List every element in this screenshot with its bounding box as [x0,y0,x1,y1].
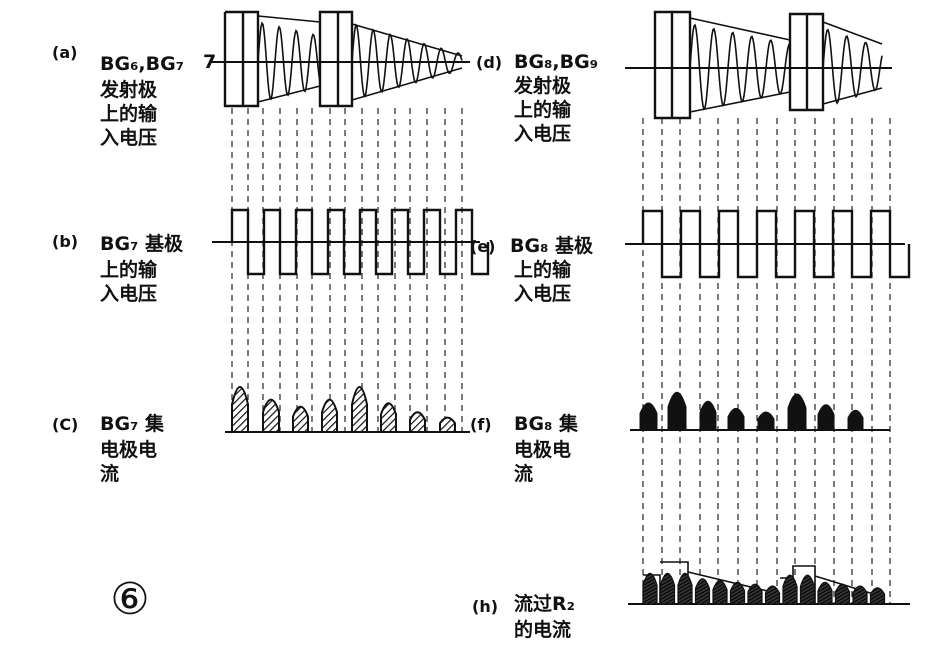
svg-text:BG₆,BG₇: BG₆,BG₇ [100,53,184,75]
svg-text:上的输: 上的输 [514,98,572,121]
current-pulse [380,402,397,433]
svg-text:入电压: 入电压 [514,122,571,145]
svg-text:入电压: 入电压 [100,126,157,149]
trace-a: 7 [203,10,470,108]
trace-h [628,561,910,605]
svg-text:BG₈,BG₉: BG₈,BG₉ [514,51,598,73]
svg-text:(C): (C) [52,415,78,434]
svg-text:发射极: 发射极 [99,78,158,101]
guides-left [231,108,463,432]
current-pulse [351,386,368,433]
svg-text:(h): (h) [472,597,498,616]
svg-text:BG₈ 基极: BG₈ 基极 [510,234,594,257]
current-pulse [642,572,658,605]
svg-text:流过R₂: 流过R₂ [514,592,575,615]
current-pulse [747,583,763,605]
trace-f [630,391,890,431]
current-pulse [817,404,835,431]
current-pulse [787,393,807,431]
svg-text:(f): (f) [470,415,492,434]
current-pulse [231,386,249,433]
current-pulse [439,416,456,433]
current-pulse [639,402,658,431]
svg-text:(a): (a) [52,43,77,62]
svg-text:上的输: 上的输 [514,258,572,281]
current-pulse [757,411,775,431]
current-pulse [799,574,816,605]
figure-number: ⑥ [110,574,149,625]
label-f: (f) BG₈ 集 电极电 流 [470,412,579,485]
svg-text:入电压: 入电压 [100,282,157,305]
current-pulse [321,398,338,433]
current-pulse [694,578,711,605]
current-pulse [262,398,280,433]
label-d: (d) BG₈,BG₉ 发射极 上的输 入电压 [476,51,598,145]
label-e: (e) BG₈ 基极 上的输 入电压 [470,234,594,305]
label-a: (a) BG₆,BG₇ 发射极 上的输 入电压 [52,43,184,149]
current-pulse [764,585,781,605]
current-pulse [817,581,833,605]
current-pulse [847,409,864,431]
svg-text:入电压: 入电压 [514,282,571,305]
svg-text:电极电: 电极电 [514,438,571,461]
current-pulse [727,407,745,431]
svg-text:电极电: 电极电 [100,438,157,461]
current-pulse [834,583,851,605]
svg-text:上的输: 上的输 [100,102,158,125]
svg-text:7: 7 [203,51,216,73]
trace-e [625,209,911,279]
svg-text:的电流: 的电流 [514,618,571,641]
label-b: (b) BG₇ 基极 上的输 入电压 [52,232,184,305]
current-pulse [659,572,676,605]
trace-d [625,10,892,120]
current-pulse [782,574,798,605]
current-pulse [292,405,309,433]
svg-text:流: 流 [100,462,119,485]
current-pulse [699,400,717,431]
label-c: (C) BG₇ 集 电极电 流 [52,412,165,485]
svg-text:发射极: 发射极 [513,74,572,97]
svg-text:(b): (b) [52,232,78,251]
current-pulse [677,572,693,605]
svg-text:BG₈ 集: BG₈ 集 [514,412,579,435]
svg-text:(d): (d) [476,53,502,72]
current-pulse [729,581,746,605]
trace-c [225,386,470,433]
label-h: (h) 流过R₂ 的电流 [472,592,575,641]
current-pulse [869,587,886,605]
svg-text:⑥: ⑥ [110,574,149,625]
svg-text:流: 流 [514,462,533,485]
trace-b [212,208,490,276]
current-pulse [409,411,426,433]
current-pulse [852,585,868,605]
svg-text:BG₇ 集: BG₇ 集 [100,412,165,435]
guides-right [642,118,891,604]
svg-text:BG₇ 基极: BG₇ 基极 [100,232,184,255]
current-pulse [712,580,728,605]
svg-text:(e): (e) [470,237,495,256]
current-pulse [667,391,687,431]
svg-text:上的输: 上的输 [100,258,158,281]
